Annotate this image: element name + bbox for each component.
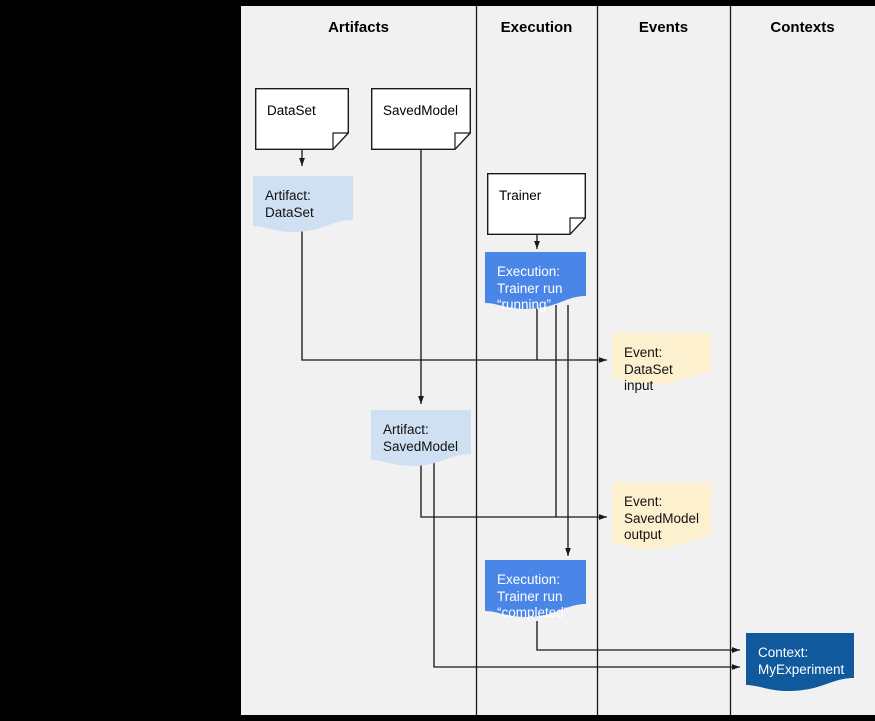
column-header-execution: Execution <box>500 19 573 36</box>
node-document-savedmodel[interactable]: SavedModel <box>371 88 471 150</box>
wavy-card-shape <box>485 560 586 617</box>
column-header-contexts: Contexts <box>770 19 835 36</box>
node-label: SavedModel <box>383 103 459 118</box>
wavy-card-shape <box>253 176 353 232</box>
document-shape-icon <box>487 173 586 235</box>
node-document-dataset[interactable]: DataSet <box>255 88 349 150</box>
wavy-card-shape <box>371 410 471 466</box>
node-label: Context: MyExperiment <box>758 645 845 677</box>
node-execution-completed[interactable]: Execution: Trainer run “completed” <box>485 560 586 620</box>
node-label: Artifact: DataSet <box>265 188 314 220</box>
node-document-trainer[interactable]: Trainer <box>487 173 586 235</box>
column-header-artifacts: Artifacts <box>328 19 389 36</box>
node-label: Event: DataSet input <box>624 345 673 393</box>
wavy-card-shape <box>612 333 711 385</box>
node-label: Event: SavedModel output <box>624 494 700 542</box>
node-event-dataset-input[interactable]: Event: DataSet input <box>612 333 711 393</box>
node-label: Execution: Trainer run “running” <box>497 264 563 312</box>
wavy-card-shape <box>746 633 854 691</box>
node-label: Execution: Trainer run “completed” <box>497 572 569 620</box>
node-label: Artifact: SavedModel <box>383 422 459 454</box>
node-label: DataSet <box>267 103 316 118</box>
column-header-events: Events <box>638 19 689 36</box>
document-shape-icon <box>371 88 471 150</box>
node-artifact-dataset[interactable]: Artifact: DataSet <box>253 176 353 232</box>
wavy-card-shape <box>612 482 711 549</box>
node-event-savedmodel-output[interactable]: Event: SavedModel output <box>612 482 711 549</box>
node-execution-running[interactable]: Execution: Trainer run “running” <box>485 252 586 312</box>
wavy-card-shape <box>485 252 586 309</box>
node-label: Trainer <box>499 188 542 203</box>
node-artifact-savedmodel[interactable]: Artifact: SavedModel <box>371 410 471 466</box>
document-shape-icon <box>255 88 349 150</box>
node-context-myexperiment[interactable]: Context: MyExperiment <box>746 633 854 691</box>
